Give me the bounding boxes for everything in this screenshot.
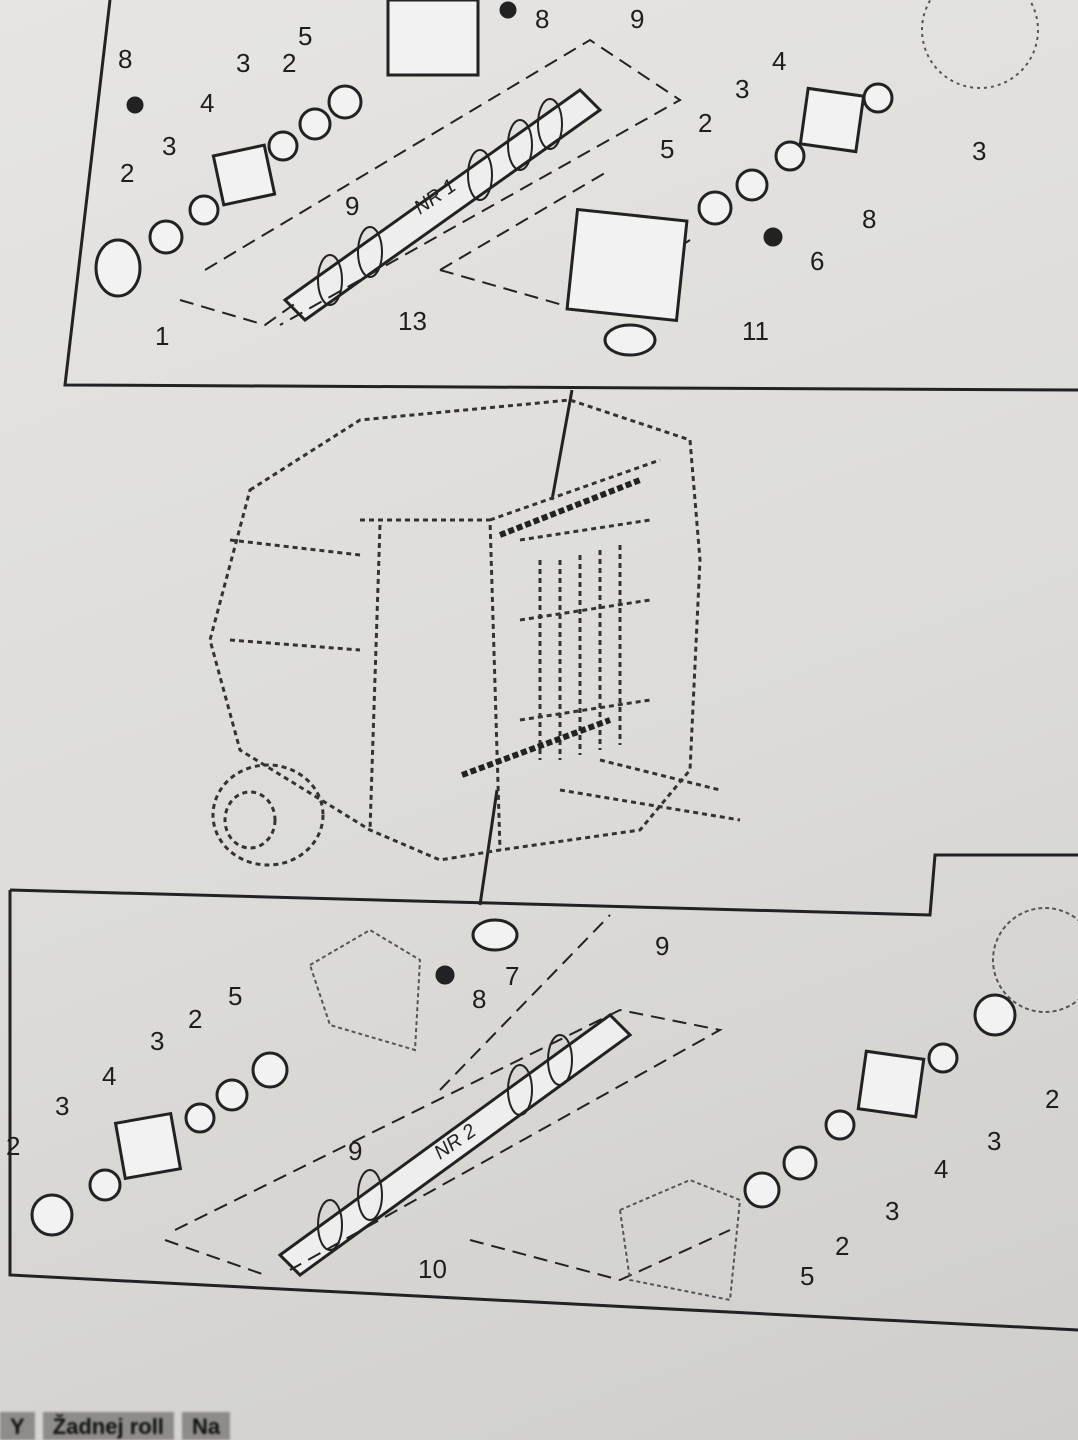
callout-4: 4 bbox=[200, 88, 214, 118]
callout-2: 2 bbox=[120, 158, 134, 188]
callout-9: 9 bbox=[630, 4, 644, 34]
callout-2: 2 bbox=[282, 48, 296, 78]
callout-9: 9 bbox=[345, 191, 359, 221]
bottom-callouts: 7 8 9 5 2 3 4 3 2 9 10 2 3 4 3 2 5 bbox=[6, 931, 1059, 1291]
callout-6: 6 bbox=[810, 246, 824, 276]
bottom-arrow bbox=[478, 789, 499, 906]
callout-4: 4 bbox=[102, 1061, 116, 1091]
footer-tab-y: Y bbox=[0, 1412, 35, 1440]
callout-10: 10 bbox=[418, 1254, 447, 1284]
callout-9: 9 bbox=[348, 1136, 362, 1166]
bottom-parts bbox=[30, 918, 1017, 1237]
callout-3: 3 bbox=[972, 136, 986, 166]
callout-5: 5 bbox=[228, 981, 242, 1011]
callout-5: 5 bbox=[800, 1261, 814, 1291]
callout-5: 5 bbox=[298, 21, 312, 51]
callout-3: 3 bbox=[150, 1026, 164, 1056]
footer-tabs: Y Žadnej roll Na bbox=[0, 1412, 1078, 1440]
ghost-brackets bbox=[308, 907, 1078, 1302]
top-arrow bbox=[550, 389, 574, 501]
top-parts bbox=[94, 0, 894, 357]
footer-tab-rear-roll: Žadnej roll bbox=[42, 1412, 174, 1440]
footer-tab-next: Na bbox=[181, 1412, 231, 1440]
callout-2: 2 bbox=[698, 108, 712, 138]
callout-8: 8 bbox=[535, 4, 549, 34]
callout-3: 3 bbox=[735, 74, 749, 104]
callout-2: 2 bbox=[1045, 1084, 1059, 1114]
top-roller bbox=[282, 88, 603, 322]
callout-4: 4 bbox=[934, 1154, 948, 1184]
baler-rollers bbox=[460, 477, 642, 778]
top-panel-frame bbox=[63, 0, 1078, 392]
callout-1: 1 bbox=[155, 321, 169, 351]
callout-3: 3 bbox=[885, 1196, 899, 1226]
callout-5: 5 bbox=[660, 134, 674, 164]
callout-7: 7 bbox=[505, 961, 519, 991]
bottom-panel-frame bbox=[8, 853, 1078, 1332]
callout-3: 3 bbox=[987, 1126, 1001, 1156]
callout-8: 8 bbox=[862, 204, 876, 234]
callout-9: 9 bbox=[655, 931, 669, 961]
callout-2: 2 bbox=[6, 1131, 20, 1161]
callout-3: 3 bbox=[236, 48, 250, 78]
top-gear-outline bbox=[921, 0, 1039, 89]
top-callouts: 8 9 8 5 3 2 4 3 2 9 13 1 4 3 2 5 3 8 6 1… bbox=[118, 4, 986, 351]
callout-2: 2 bbox=[835, 1231, 849, 1261]
callout-4: 4 bbox=[772, 46, 786, 76]
callout-8: 8 bbox=[118, 44, 132, 74]
callout-3: 3 bbox=[162, 131, 176, 161]
callout-13: 13 bbox=[398, 306, 427, 336]
round-baler-illustration bbox=[208, 398, 741, 867]
callout-11: 11 bbox=[742, 316, 769, 346]
callout-2: 2 bbox=[188, 1004, 202, 1034]
callout-8: 8 bbox=[472, 984, 486, 1014]
callout-3: 3 bbox=[55, 1091, 69, 1121]
